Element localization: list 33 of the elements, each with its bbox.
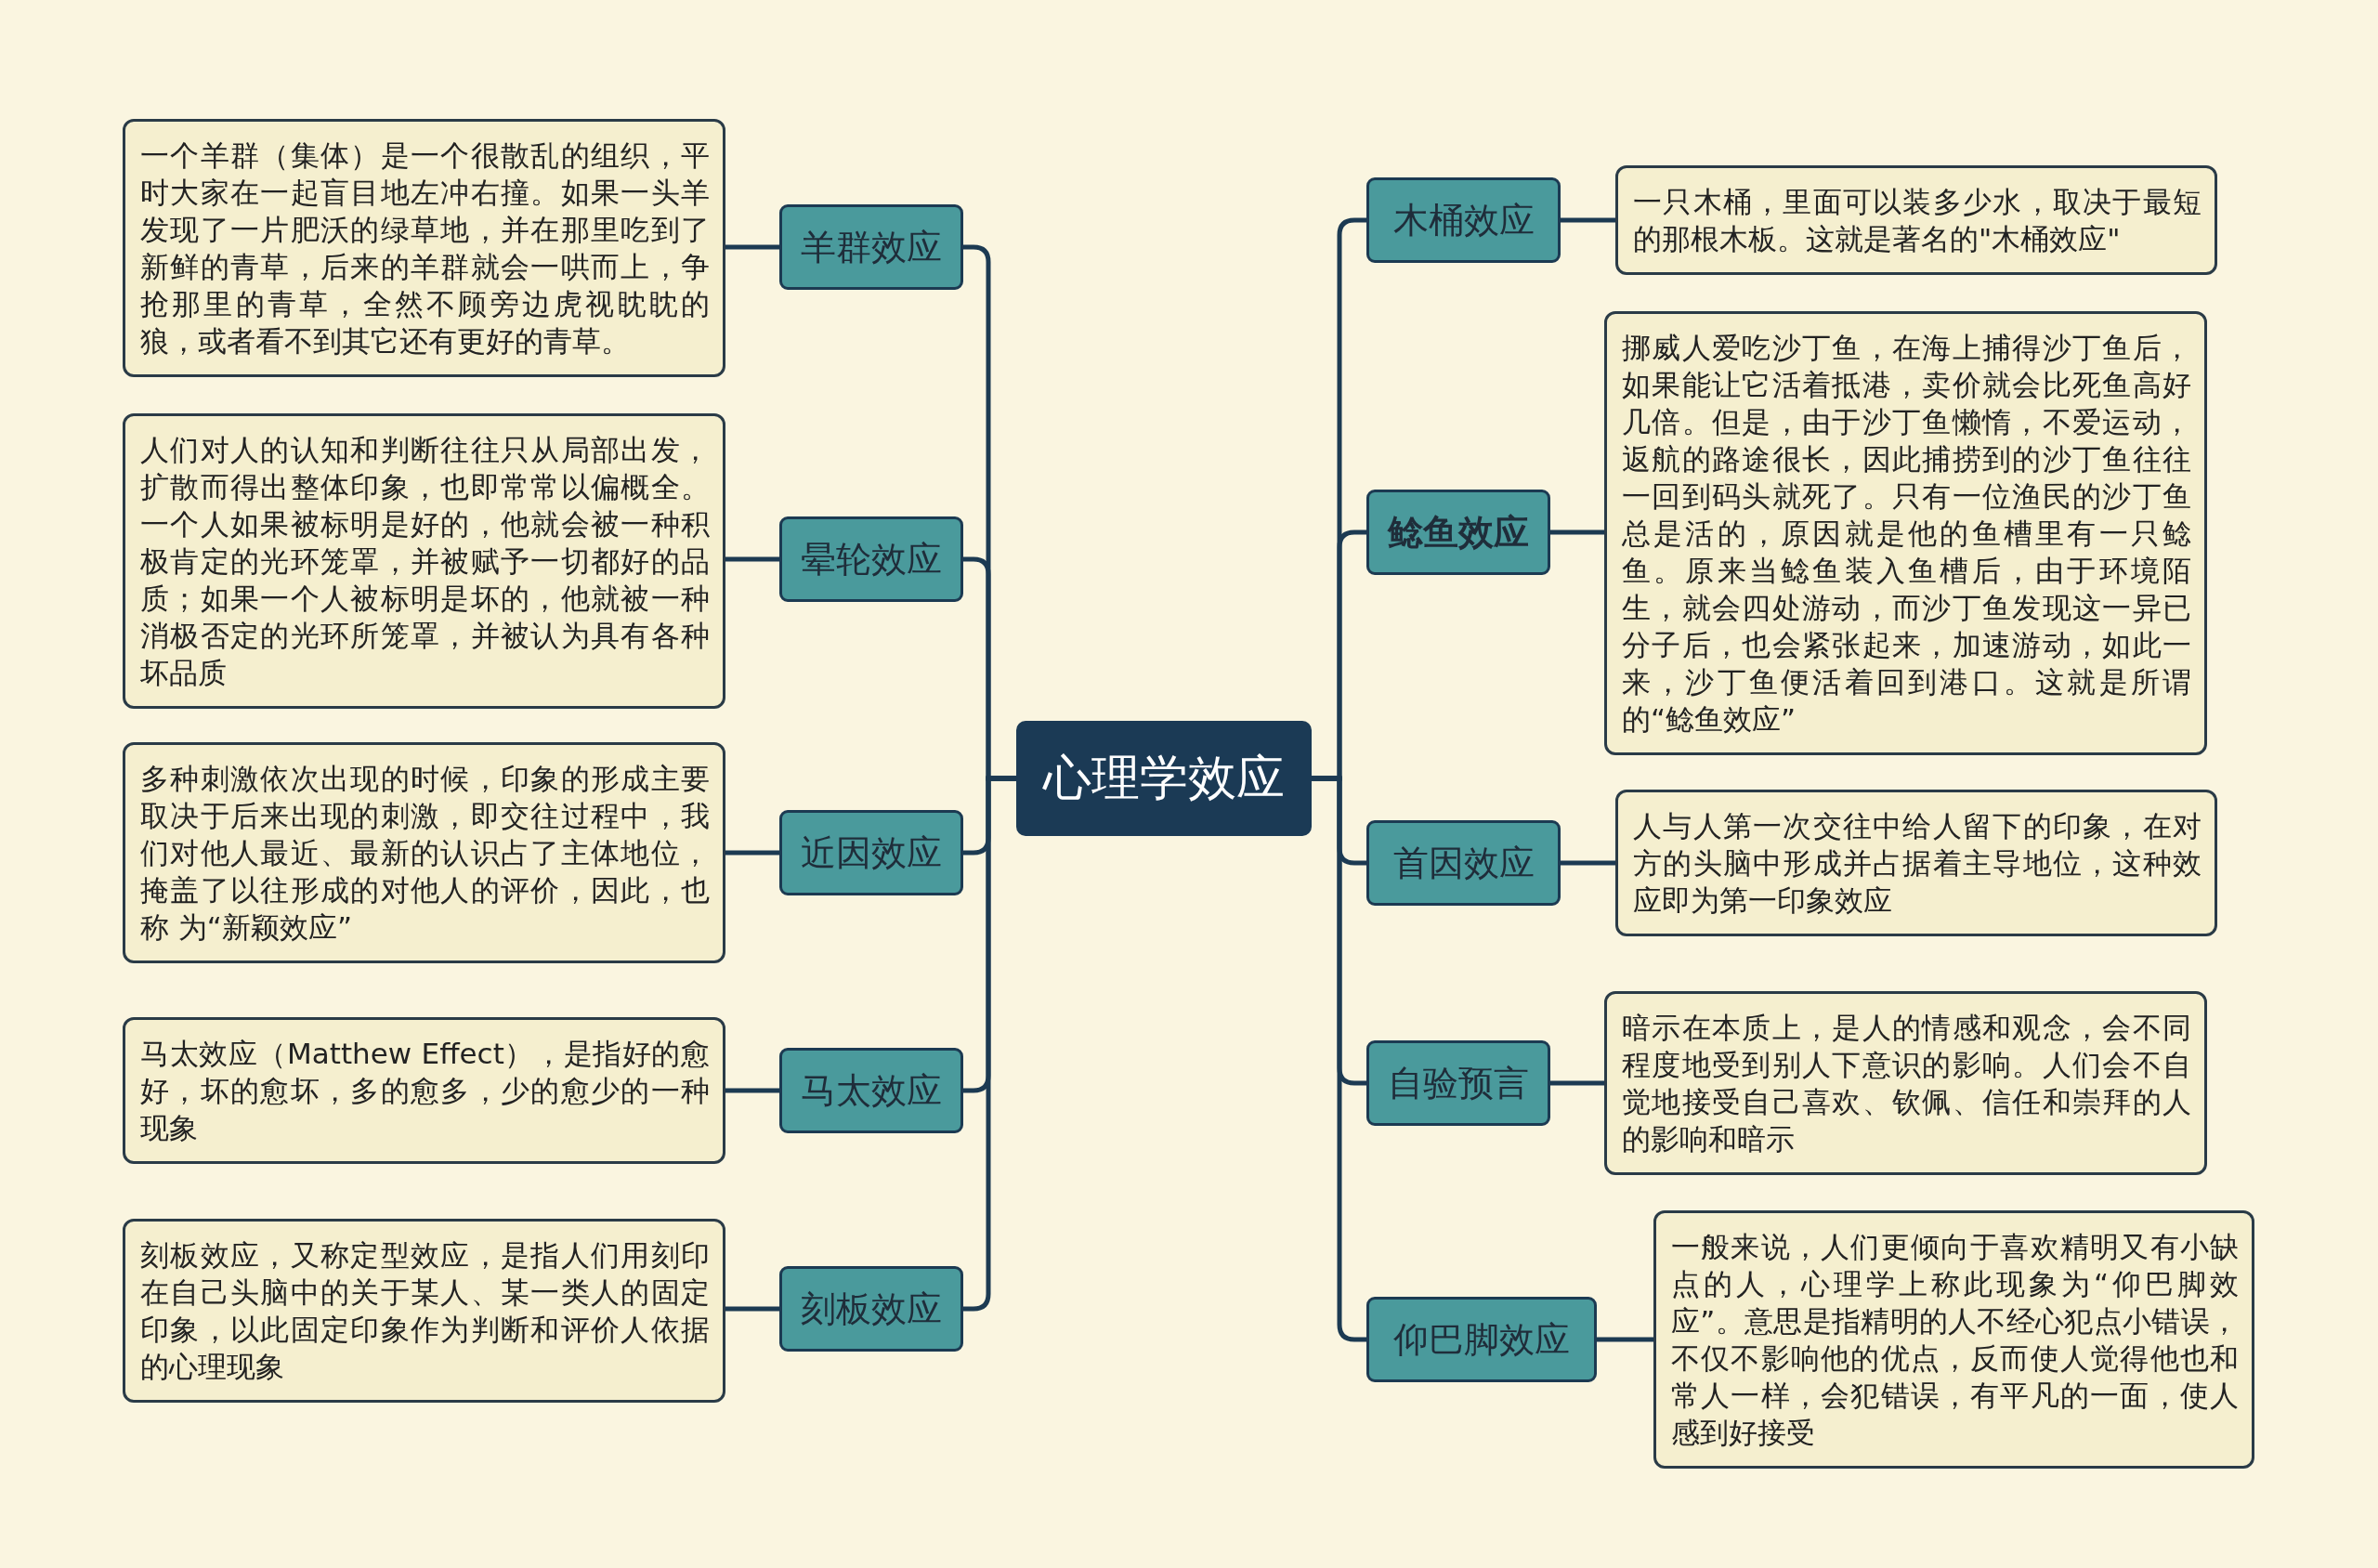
connector-line — [725, 1088, 779, 1093]
connector-line — [1550, 529, 1604, 535]
connector-line — [725, 556, 779, 562]
description-box: 多种刺激依次出现的时候，印象的形成主要取决于后来出现的刺激，即交往过程中，我们对他人最近、最新的认识占了主体地位，掩盖了以往形成的对他人的评价，因此，也称 为“新颖效应” — [123, 742, 725, 963]
connector-line — [1561, 860, 1615, 866]
branch-topic: 首因效应 — [1366, 820, 1561, 906]
description-box: 挪威人爱吃沙丁鱼，在海上捕得沙丁鱼后，如果能让它活着抵港，卖价就会比死鱼高好几倍。但是，由于沙丁鱼懒惰，不爱运动，返航的路途很长，因此捕捞到的沙丁鱼往往一回到码头就死了。只有一位渔民的沙丁鱼总是活的，原因就是他的鱼槽里有一只鲶鱼。原来当鲶鱼装入鱼槽后，由于环境陌生，就会四处游动，而沙丁鱼发现这一异已分子后，也会紧张起来，加速游动，如此一来，沙丁鱼便活着回到港口。这就是所谓的“鲶鱼效应” — [1604, 311, 2207, 755]
connector-line — [725, 850, 779, 856]
connector-line — [1597, 1337, 1653, 1342]
description-box: 一般来说，人们更倾向于喜欢精明又有小缺点的人，心理学上称此现象为“仰巴脚效应”。意思是指精明的人不经心犯点小错误，不仅不影响他的优点，反而使人觉得他也和常人一样，会犯错误，有平凡的一面，使人感到好接受 — [1653, 1210, 2254, 1469]
connector-line — [1312, 776, 1366, 1342]
description-box: 一个羊群（集体）是一个很散乱的组织，平时大家在一起盲目地左冲右撞。如果一头羊发现了一片肥沃的绿草地，并在那里吃到了新鲜的青草，后来的羊群就会一哄而上，争抢那里的青草，全然不顾旁边虎视眈眈的狼，或者看不到其它还有更好的青草。 — [123, 119, 725, 377]
central-topic: 心理学效应 — [1016, 721, 1312, 836]
connector-line — [1550, 1080, 1604, 1086]
branch-topic: 鲶鱼效应 — [1366, 490, 1550, 575]
branch-topic: 自验预言 — [1366, 1040, 1550, 1126]
description-box: 人与人第一次交往中给人留下的印象，在对方的头脑中形成并占据着主导地位，这种效应即为第一印象效应 — [1615, 790, 2217, 936]
description-box: 暗示在本质上，是人的情感和观念，会不同程度地受到别人下意识的影响。人们会不自觉地接受自己喜欢、钦佩、信任和崇拜的人的影响和暗示 — [1604, 991, 2207, 1175]
branch-topic: 晕轮效应 — [779, 516, 963, 602]
connector-line — [725, 244, 779, 250]
description-box: 马太效应（Matthew Effect），是指好的愈好，坏的愈坏，多的愈多，少的愈少的一种现象 — [123, 1017, 725, 1164]
branch-topic: 刻板效应 — [779, 1266, 963, 1352]
branch-topic: 仰巴脚效应 — [1366, 1297, 1597, 1382]
branch-topic: 羊群效应 — [779, 204, 963, 290]
description-box: 人们对人的认知和判断往往只从局部出发，扩散而得出整体印象，也即常常以偏概全。一个人如果被标明是好的，他就会被一种积极肯定的光环笼罩，并被赋予一切都好的品质；如果一个人被标明是坏的，他就被一种消极否定的光环所笼罩，并被认为具有各种坏品质 — [123, 413, 725, 709]
description-box: 一只木桶，里面可以装多少水，取决于最短的那根木板。这就是著名的"木桶效应" — [1615, 165, 2217, 275]
connector-line — [725, 1306, 779, 1312]
branch-topic: 马太效应 — [779, 1048, 963, 1133]
branch-topic: 近因效应 — [779, 810, 963, 895]
description-box: 刻板效应，又称定型效应，是指人们用刻印在自己头脑中的关于某人、某一类人的固定印象，以此固定印象作为判断和评价人依据的心理现象 — [123, 1219, 725, 1403]
connector-line — [1561, 217, 1615, 223]
connector-line — [963, 776, 1016, 1312]
branch-topic: 木桶效应 — [1366, 177, 1561, 263]
